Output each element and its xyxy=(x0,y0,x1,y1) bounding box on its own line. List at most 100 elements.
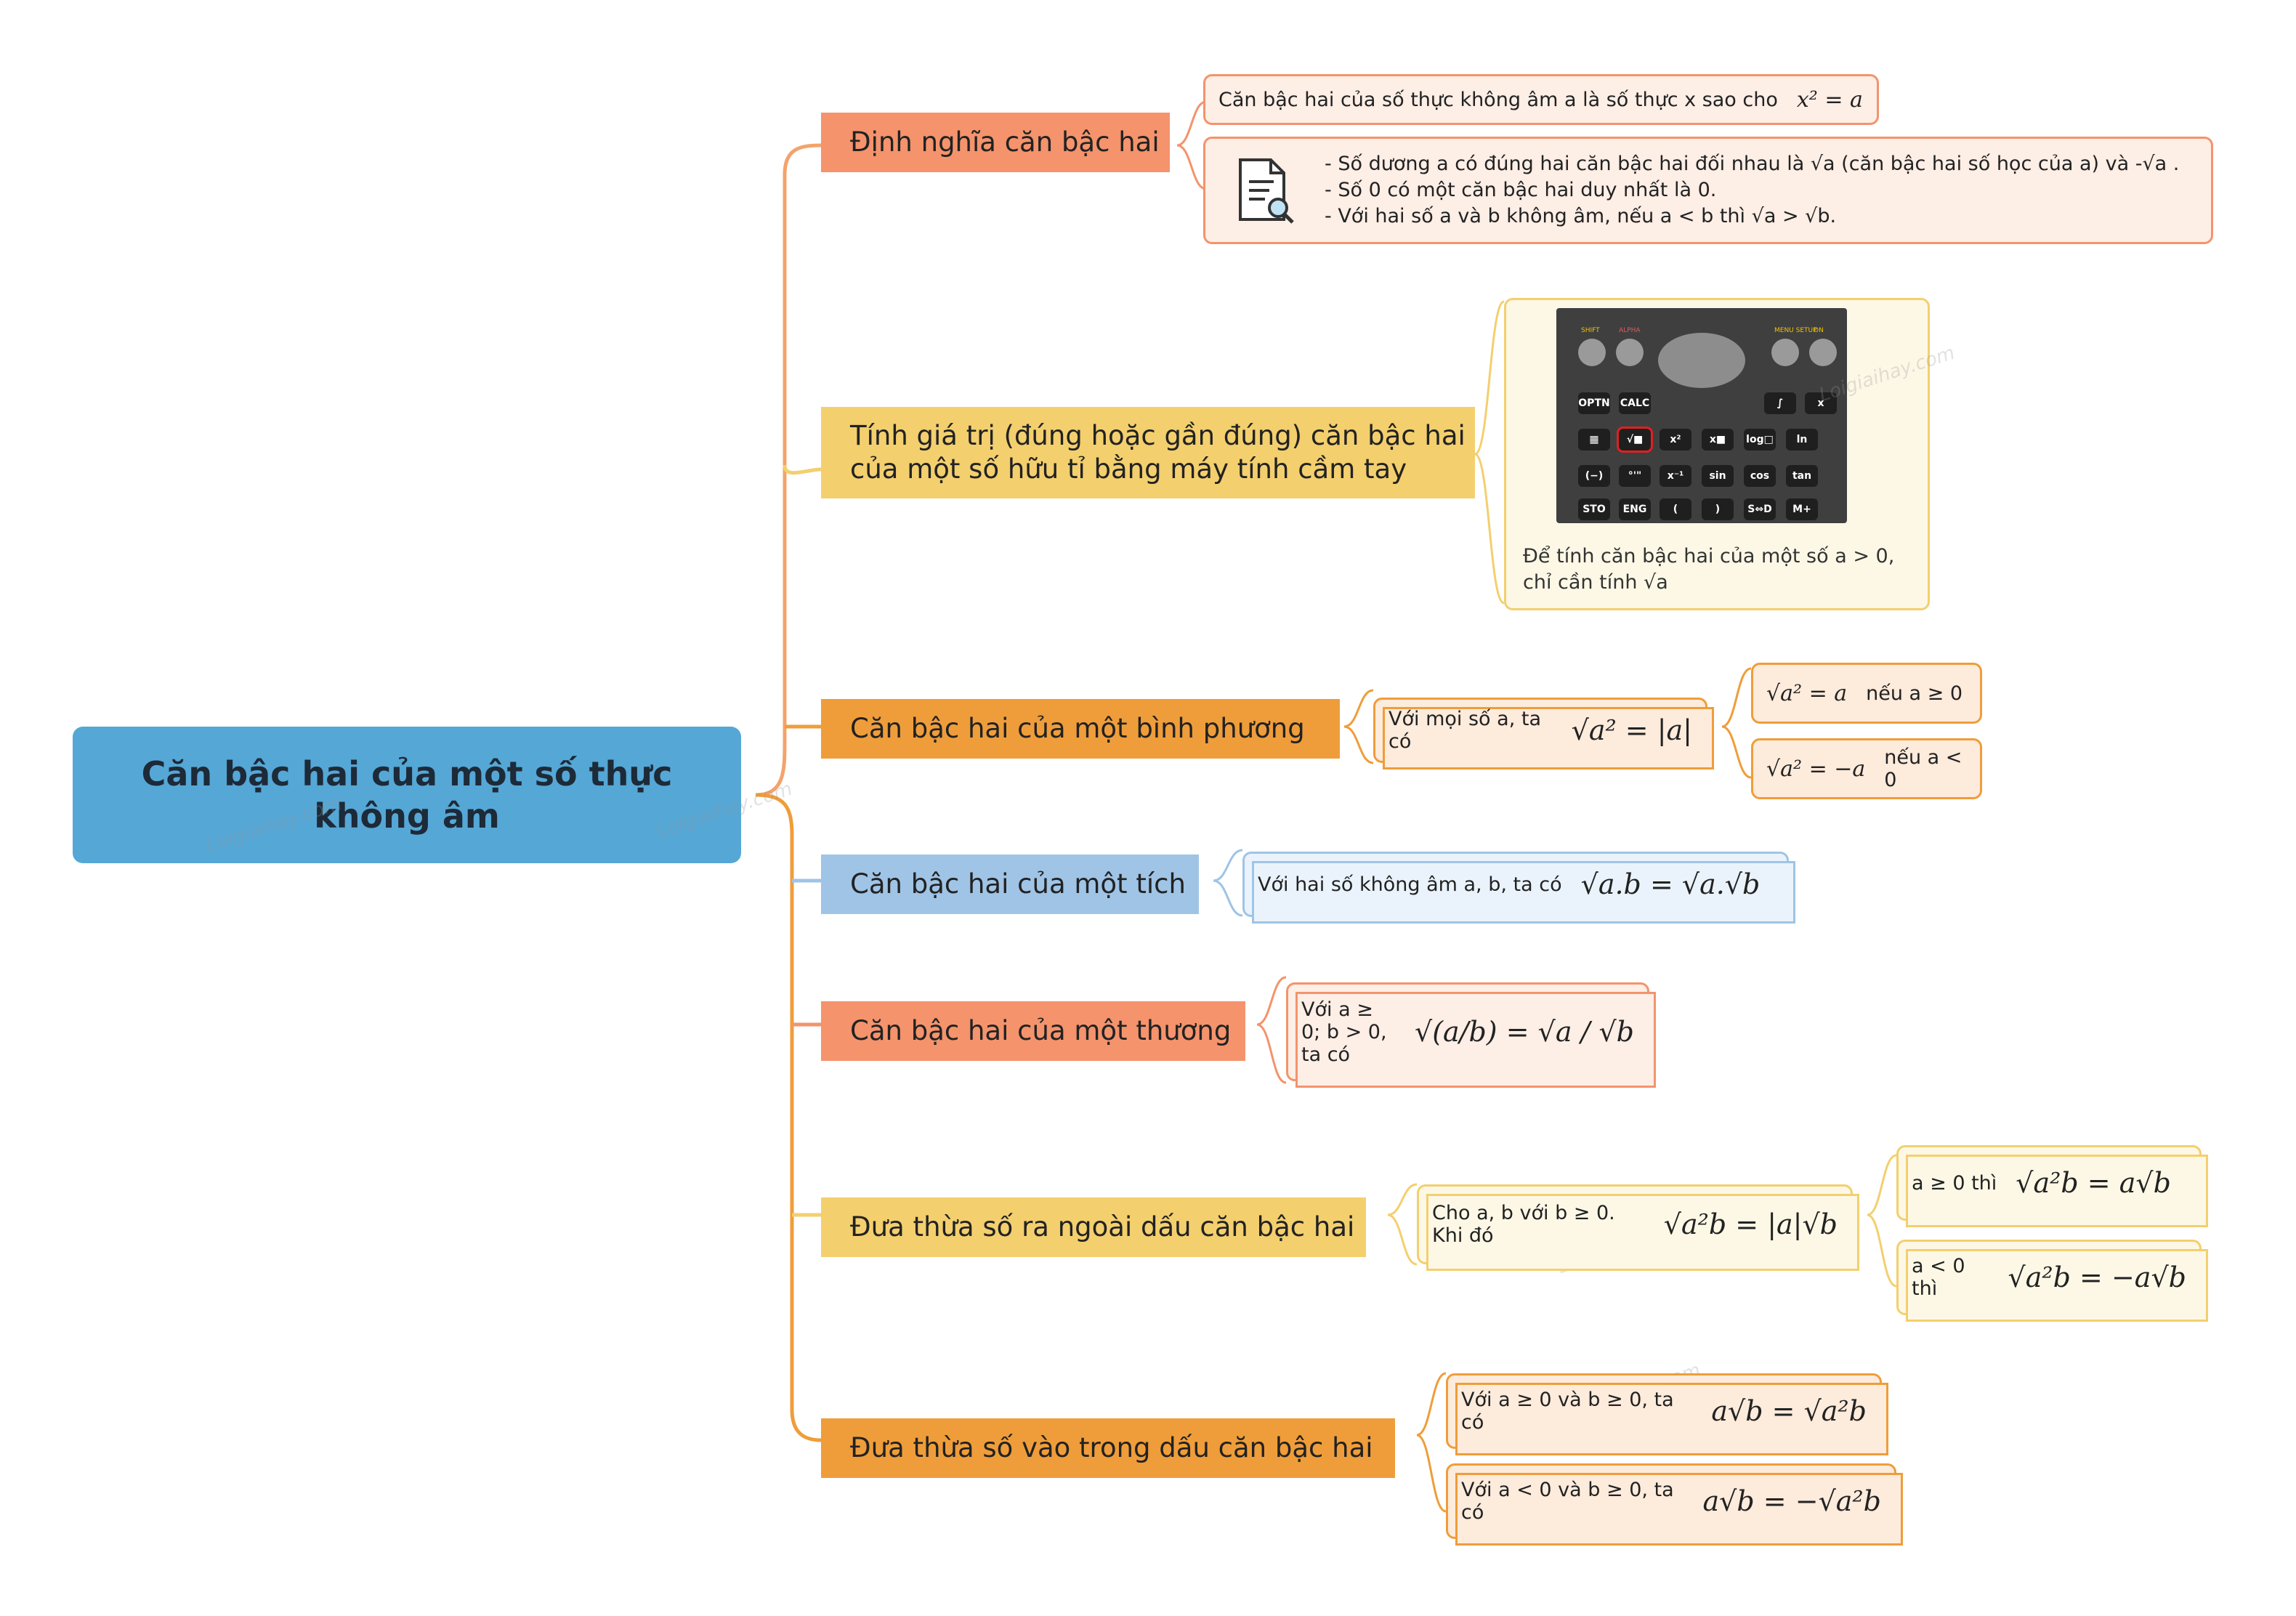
definition-text: Căn bậc hai của số thực không âm a là số… xyxy=(1218,88,1778,111)
definition-card: Căn bậc hai của số thực không âm a là số… xyxy=(1203,74,1879,125)
branch-quotient[interactable]: Căn bậc hai của một thương xyxy=(821,1001,1245,1061)
trunk-line-lower xyxy=(755,793,822,1442)
alpha-key xyxy=(1616,339,1644,366)
bracket-factor-out xyxy=(1387,1183,1418,1266)
calc-key: ∫ xyxy=(1764,392,1796,414)
bracket-def xyxy=(1176,100,1207,190)
branch-label: Căn bậc hai của một tích xyxy=(850,868,1186,900)
case-condition: a < 0 thì xyxy=(1912,1255,1965,1300)
branch-label: Định nghĩa căn bậc hai xyxy=(850,126,1160,158)
square-card: Với mọi số a, ta có √a² = |a| xyxy=(1373,698,1714,769)
calc-key: x■ xyxy=(1702,429,1734,451)
calculator-caption: Để tính căn bậc hai của một số a > 0, ch… xyxy=(1523,545,1895,594)
bullet-item: - Số 0 có một căn bậc hai duy nhất là 0. xyxy=(1325,179,1717,201)
product-card: Với hai số không âm a, b, ta có √a.b = √… xyxy=(1242,852,1795,924)
branch-square[interactable]: Căn bậc hai của một bình phương xyxy=(821,699,1340,759)
factor-in-case-positive: Với a ≥ 0 và b ≥ 0, ta có a√b = √a²b xyxy=(1446,1373,1888,1455)
square-case-positive: √a² = a nếu a ≥ 0 xyxy=(1751,663,1982,724)
branch-label: Căn bậc hai của một bình phương xyxy=(850,713,1305,744)
factor-in-case-negative: Với a < 0 và b ≥ 0, ta có a√b = −√a²b xyxy=(1446,1463,1903,1546)
key-label: MENU SETUP xyxy=(1774,327,1817,334)
quotient-text: Với a ≥ 0; b > 0, ta có xyxy=(1301,998,1387,1066)
trunk-line xyxy=(755,143,822,797)
case-formula: √a²b = −a√b xyxy=(2008,1261,2186,1293)
menu-key xyxy=(1771,339,1799,366)
on-key xyxy=(1809,339,1837,366)
calc-key: ln xyxy=(1786,429,1818,451)
root-title: Căn bậc hai của một số thực không âm xyxy=(141,754,673,836)
product-formula: √a.b = √a.√b xyxy=(1580,868,1761,900)
factor-out-text: Cho a, b với b ≥ 0. Khi đó xyxy=(1432,1202,1615,1247)
bracket-square-cases xyxy=(1721,667,1752,779)
quotient-card: Với a ≥ 0; b > 0, ta có √(a/b) = √a / √b xyxy=(1286,982,1656,1088)
key-label: ALPHA xyxy=(1619,327,1641,334)
calc-key: ( xyxy=(1660,498,1691,520)
key-label: ON xyxy=(1814,327,1824,334)
product-text: Với hai số không âm a, b, ta có xyxy=(1258,873,1562,896)
case-formula: √a²b = a√b xyxy=(2016,1167,2171,1199)
key-label: SHIFT xyxy=(1581,327,1600,334)
branch-label: Đưa thừa số vào trong dấu căn bậc hai xyxy=(850,1432,1373,1463)
definition-bullets: - Số dương a có đúng hai căn bậc hai đối… xyxy=(1325,151,2179,230)
factor-out-case-positive: a ≥ 0 thì √a²b = a√b xyxy=(1896,1145,2208,1227)
calc-key: tan xyxy=(1786,465,1818,487)
branch-label: Đưa thừa số ra ngoài dấu căn bậc hai xyxy=(850,1211,1355,1243)
square-text: Với mọi số a, ta có xyxy=(1388,708,1541,753)
calc-key: ) xyxy=(1702,498,1734,520)
case-formula: √a² = −a xyxy=(1766,756,1866,782)
calc-key: OPTN xyxy=(1578,392,1610,414)
factor-out-case-negative: a < 0 thì √a²b = −a√b xyxy=(1896,1240,2208,1322)
document-search-icon xyxy=(1239,158,1294,224)
square-case-negative: √a² = −a nếu a < 0 xyxy=(1751,738,1982,799)
calculator-image: SHIFT ALPHA MENU SETUP ON OPTN CALC ∫ x … xyxy=(1556,308,1847,523)
bullet-item: - Số dương a có đúng hai căn bậc hai đối… xyxy=(1325,153,2180,175)
calc-key: STO xyxy=(1578,498,1610,520)
case-condition: nếu a ≥ 0 xyxy=(1866,682,1963,705)
calc-key: CALC xyxy=(1619,392,1651,414)
calc-key: S⇔D xyxy=(1744,498,1776,520)
calc-key: cos xyxy=(1744,465,1776,487)
calc-key: log□ xyxy=(1744,429,1776,451)
case-condition: a ≥ 0 thì xyxy=(1912,1171,1997,1195)
definition-formula: x² = a xyxy=(1796,86,1863,113)
calc-key: sin xyxy=(1702,465,1734,487)
branch-definition[interactable]: Định nghĩa căn bậc hai xyxy=(821,113,1170,172)
case-text: Với a ≥ 0 và b ≥ 0, ta có xyxy=(1461,1389,1674,1434)
square-formula: √a² = |a| xyxy=(1571,714,1692,746)
calc-key: M+ xyxy=(1786,498,1818,520)
calc-key: x xyxy=(1805,392,1837,414)
bracket-factor-in xyxy=(1416,1372,1447,1513)
shift-key xyxy=(1578,339,1606,366)
factor-out-formula: √a²b = |a|√b xyxy=(1663,1208,1838,1240)
bracket-quotient xyxy=(1256,976,1287,1084)
branch-label: Tính giá trị (đúng hoặc gần đúng) căn bậ… xyxy=(850,420,1466,485)
branch-label: Căn bậc hai của một thương xyxy=(850,1015,1232,1046)
case-text: Với a < 0 và b ≥ 0, ta có xyxy=(1461,1479,1674,1524)
bracket-product xyxy=(1213,849,1243,917)
branch-calculator[interactable]: Tính giá trị (đúng hoặc gần đúng) căn bậ… xyxy=(821,407,1475,498)
root-topic[interactable]: Căn bậc hai của một số thực không âm xyxy=(73,727,741,863)
branch-factor-out[interactable]: Đưa thừa số ra ngoài dấu căn bậc hai xyxy=(821,1197,1366,1257)
case-formula: √a² = a xyxy=(1766,680,1848,706)
branch-product[interactable]: Căn bậc hai của một tích xyxy=(821,855,1199,914)
bracket-calc xyxy=(1474,300,1505,605)
calc-key: °'" xyxy=(1619,465,1651,487)
bracket-factor-out-cases xyxy=(1867,1154,1897,1288)
calc-key: ENG xyxy=(1619,498,1651,520)
sqrt-key-highlighted: √■ xyxy=(1617,427,1653,453)
definition-properties-card: - Số dương a có đúng hai căn bậc hai đối… xyxy=(1203,137,2213,244)
calc-key: x² xyxy=(1660,429,1691,451)
bracket-square xyxy=(1343,689,1374,764)
quotient-formula: √(a/b) = √a / √b xyxy=(1414,1016,1634,1048)
factor-out-card: Cho a, b với b ≥ 0. Khi đó √a²b = |a|√b xyxy=(1417,1184,1859,1271)
dpad xyxy=(1658,333,1745,388)
calc-key: (−) xyxy=(1578,465,1610,487)
branch-factor-in[interactable]: Đưa thừa số vào trong dấu căn bậc hai xyxy=(821,1418,1395,1478)
calc-key: ▦ xyxy=(1578,429,1610,451)
case-formula: a√b = √a²b xyxy=(1711,1395,1867,1427)
calc-key: x⁻¹ xyxy=(1660,465,1691,487)
case-condition: nếu a < 0 xyxy=(1884,746,1962,791)
branch-link-2 xyxy=(783,464,822,475)
bullet-item: - Với hai số a và b không âm, nếu a < b … xyxy=(1325,205,1837,227)
